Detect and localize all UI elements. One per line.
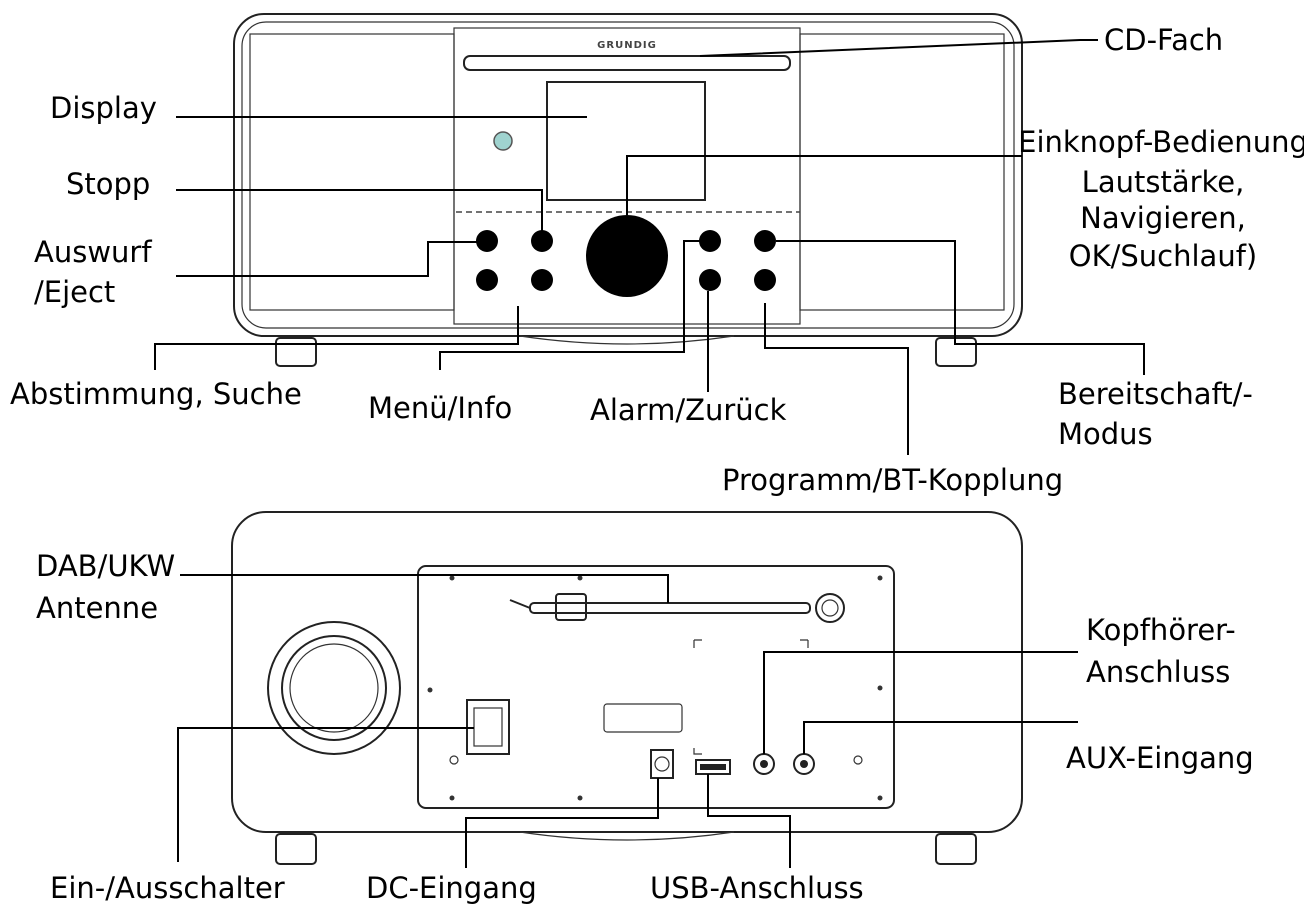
stop-button[interactable] xyxy=(531,230,553,252)
right-speaker-grille xyxy=(799,33,1005,311)
stop-leader xyxy=(176,189,543,235)
knob-leader xyxy=(626,155,1022,215)
screw xyxy=(877,575,883,581)
rear-base-curve xyxy=(519,831,735,841)
label-display: Display xyxy=(50,91,157,125)
aux-jack-hole xyxy=(800,760,808,768)
usb-leader xyxy=(707,774,791,868)
rear-right-foot xyxy=(935,833,977,865)
bass-port-ring xyxy=(289,643,379,733)
label-power-switch: Ein-/Ausschalter xyxy=(50,871,285,905)
screw xyxy=(877,685,883,691)
headphone-leader xyxy=(763,651,1078,754)
label-knob-4: OK/Suchlauf) xyxy=(1069,239,1257,273)
bass-port-inner xyxy=(281,635,387,741)
label-program: Programm/BT-Kopplung xyxy=(722,463,1063,497)
tuning-button[interactable] xyxy=(476,269,498,291)
dc-input-jack xyxy=(654,756,670,772)
rear-leaders xyxy=(177,574,1078,868)
label-knob-3: Navigieren, xyxy=(1080,201,1246,235)
antenna-joint xyxy=(555,593,587,621)
menu-leader xyxy=(439,240,700,370)
label-knob-1: Einknopf-Bedienung xyxy=(1018,125,1304,159)
label-menu: Menü/Info xyxy=(368,391,512,425)
corner-mark xyxy=(693,639,702,648)
left-speaker-grille xyxy=(249,33,455,311)
rear-left-foot xyxy=(275,833,317,865)
eject-button[interactable] xyxy=(476,230,498,252)
menu-button[interactable] xyxy=(699,230,721,252)
power-switch-leader xyxy=(177,727,474,862)
label-aux: AUX-Eingang xyxy=(1066,741,1254,775)
front-cabinet xyxy=(233,13,1023,337)
control-knob[interactable] xyxy=(586,215,668,297)
front-cabinet-inner xyxy=(241,21,1015,329)
label-headphone-2: Anschluss xyxy=(1086,655,1230,689)
screw xyxy=(577,575,583,581)
tuning-leader xyxy=(154,306,519,370)
standby-leader xyxy=(776,240,1145,375)
screw xyxy=(427,687,433,693)
preset-button[interactable] xyxy=(754,269,776,291)
antenna-rod xyxy=(529,602,811,614)
usb-port-slot xyxy=(700,764,726,770)
corner-mark xyxy=(800,639,809,648)
screw-hole xyxy=(449,755,459,765)
label-antenna-1: DAB/UKW xyxy=(36,549,175,583)
antenna-base-inner xyxy=(821,599,839,617)
label-eject-1: Auswurf xyxy=(34,235,152,269)
label-dc: DC-Eingang xyxy=(366,871,537,905)
front-leaders xyxy=(154,39,1145,455)
power-switch-rocker[interactable] xyxy=(473,707,503,747)
rear-panel xyxy=(417,565,895,809)
label-standby-2: Modus xyxy=(1058,417,1153,451)
antenna-base xyxy=(815,593,845,623)
rating-plate xyxy=(603,703,683,733)
cd-slot xyxy=(463,55,791,71)
antenna-tip xyxy=(509,599,531,609)
program-leader xyxy=(764,303,909,455)
label-alarm: Alarm/Zurück xyxy=(590,393,787,427)
bass-port-outer xyxy=(267,621,401,755)
usb-port[interactable] xyxy=(695,759,731,775)
standby-button[interactable] xyxy=(754,230,776,252)
headphone-jack-hole xyxy=(760,760,768,768)
dc-leader xyxy=(465,778,659,868)
dc-input[interactable] xyxy=(650,749,674,779)
rear-labels: DAB/UKW Antenne Kopfhörer- Anschluss AUX… xyxy=(36,549,1254,905)
cd-slot-leader xyxy=(699,39,1098,57)
label-tuning: Abstimmung, Suche xyxy=(10,377,302,411)
scan-button[interactable] xyxy=(531,269,553,291)
front-labels: CD-Fach Display Stopp Auswurf /Eject Ein… xyxy=(10,23,1304,497)
rear-view xyxy=(231,511,1023,865)
front-base-curve xyxy=(519,335,735,345)
brand-logo: GRUNDIG xyxy=(597,40,657,51)
screw xyxy=(877,795,883,801)
label-eject-2: /Eject xyxy=(34,275,115,309)
label-cd-slot: CD-Fach xyxy=(1104,23,1223,57)
label-headphone-1: Kopfhörer- xyxy=(1086,613,1236,647)
label-usb: USB-Anschluss xyxy=(650,871,864,905)
rear-cabinet xyxy=(231,511,1023,833)
label-antenna-2: Antenne xyxy=(36,591,158,625)
label-standby-1: Bereitschaft/- xyxy=(1058,377,1253,411)
corner-mark xyxy=(693,748,702,755)
label-stop: Stopp xyxy=(66,167,150,201)
antenna-leader xyxy=(180,574,669,603)
ir-sensor xyxy=(493,131,513,151)
front-left-foot xyxy=(275,337,317,367)
alarm-button[interactable] xyxy=(699,269,721,291)
label-knob-2: Lautstärke, xyxy=(1082,165,1245,199)
screw xyxy=(449,795,455,801)
screw xyxy=(577,795,583,801)
screw-hole xyxy=(853,755,863,765)
eject-leader xyxy=(176,241,478,277)
screw xyxy=(449,575,455,581)
aux-leader xyxy=(803,721,1078,754)
